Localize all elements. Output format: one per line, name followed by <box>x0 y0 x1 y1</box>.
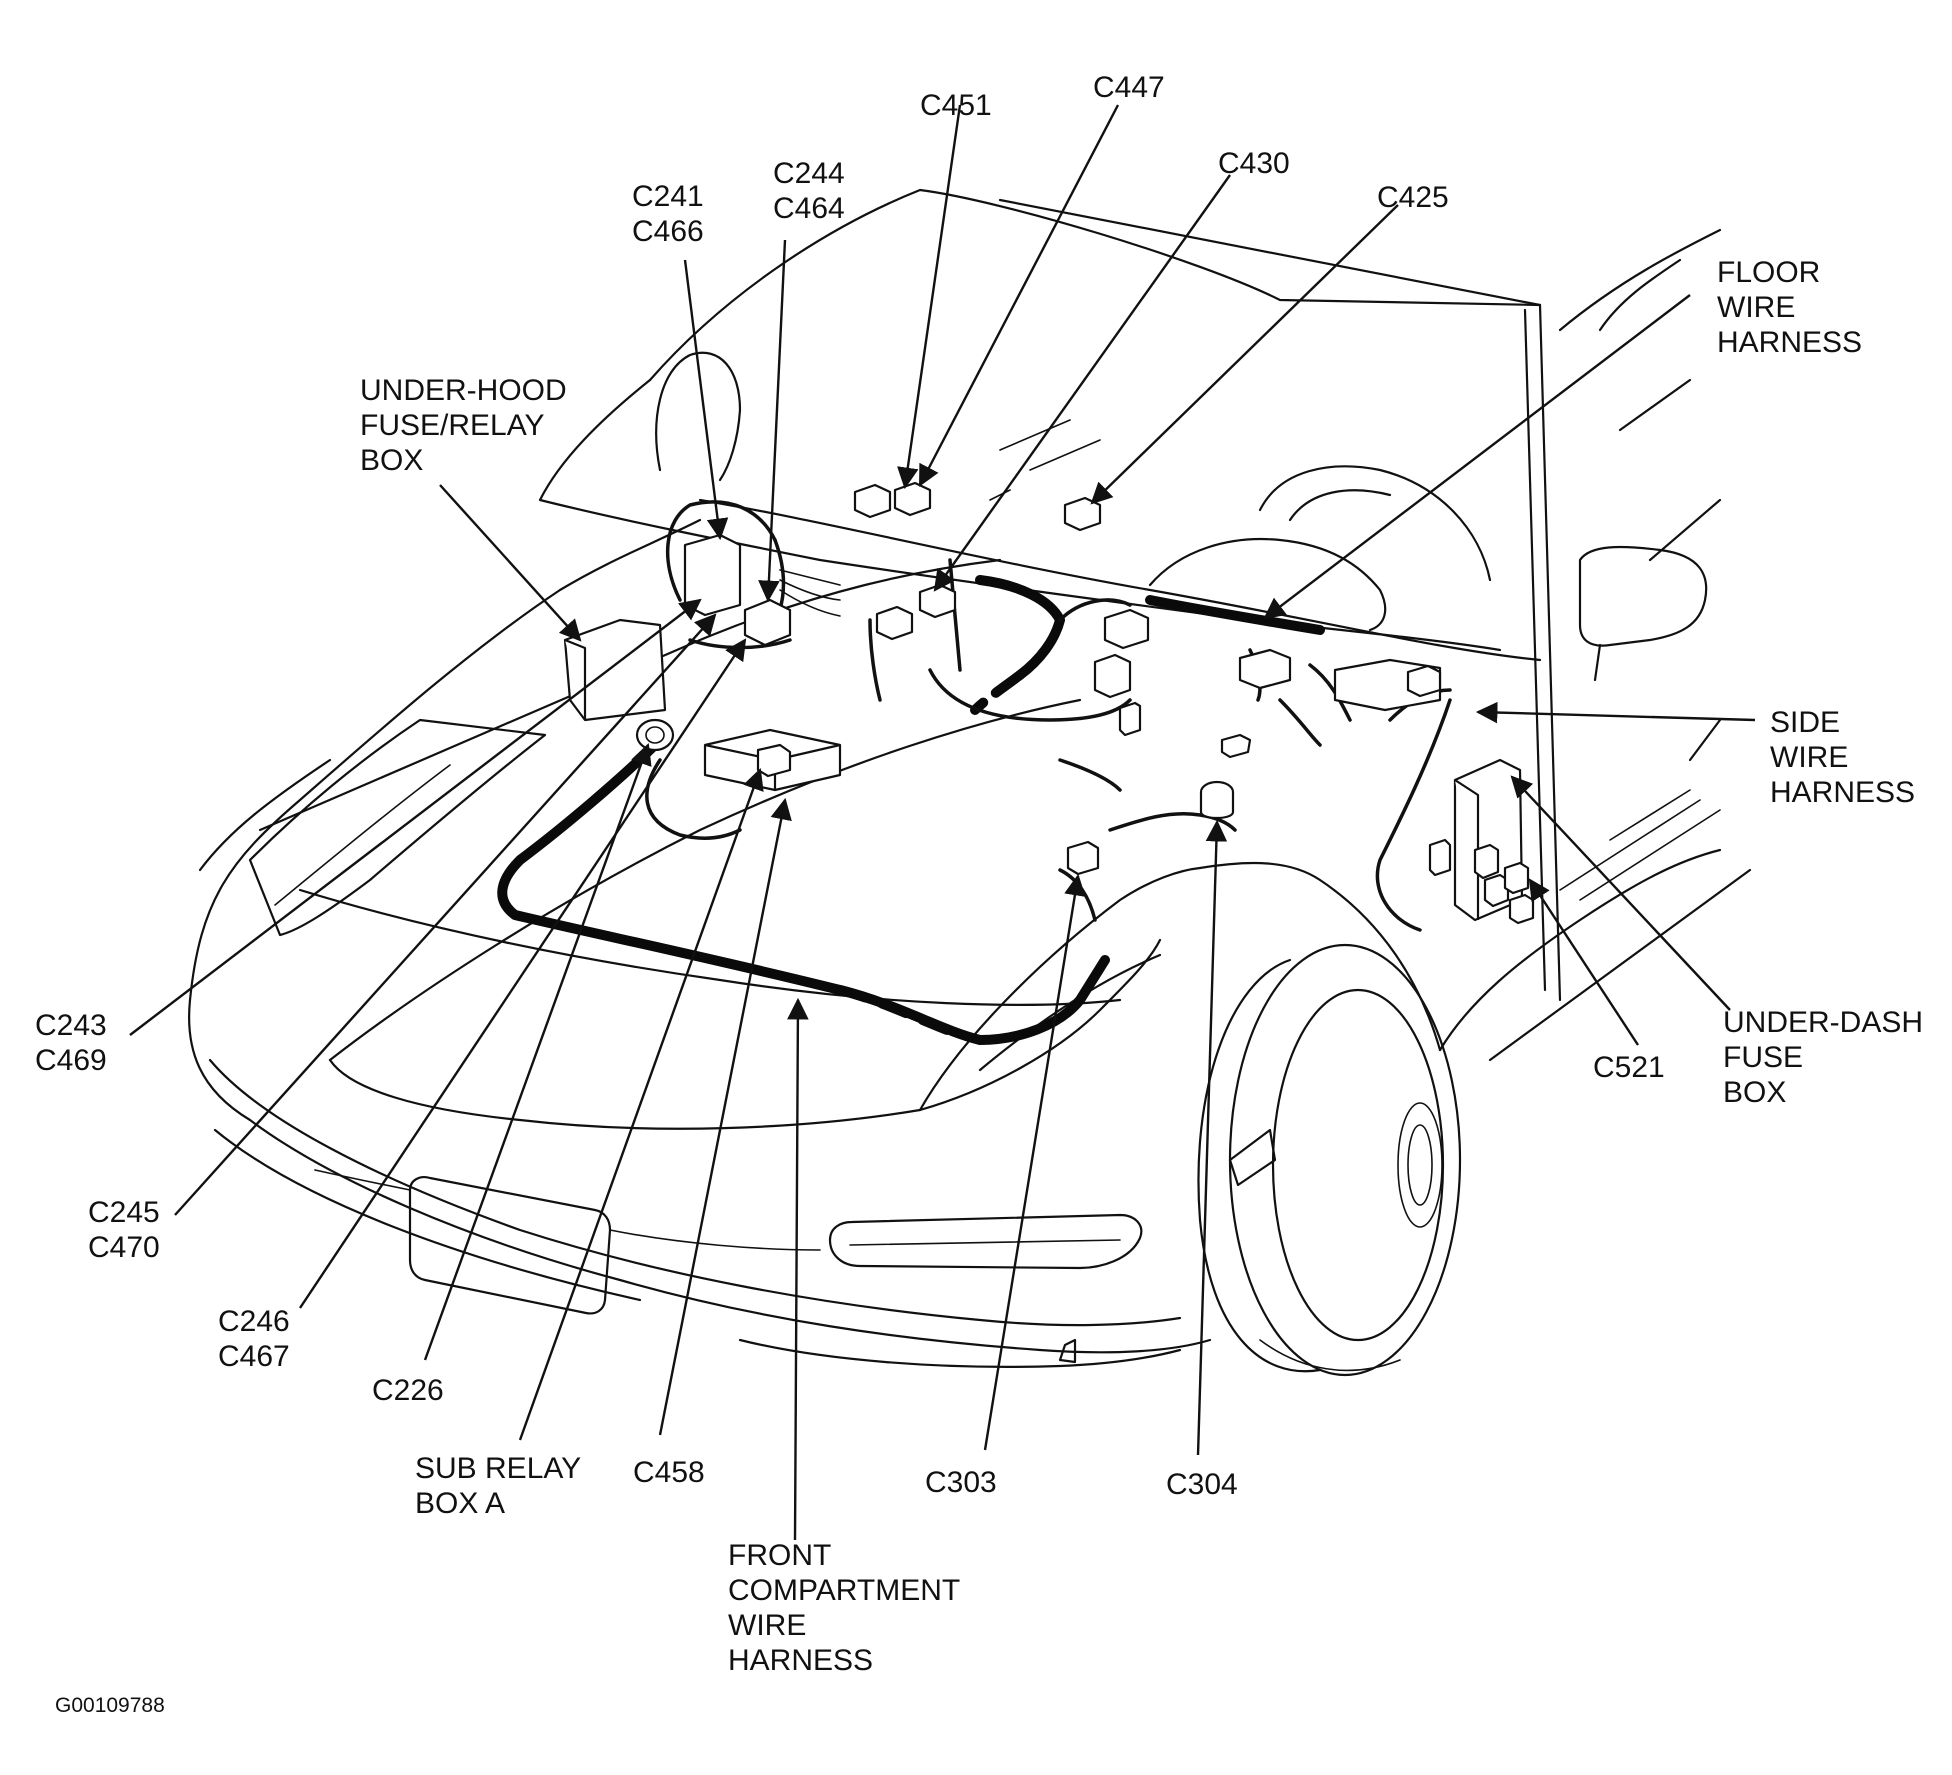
label-front-compartment-3: WIRE <box>728 1609 806 1642</box>
label-c244: C244 <box>773 157 845 190</box>
steering-wheel <box>1148 465 1492 632</box>
label-front-compartment-4: HARNESS <box>728 1644 873 1677</box>
label-floor-wire-harness-3: HARNESS <box>1717 326 1862 359</box>
connector-c303 <box>1066 840 1100 876</box>
label-c243: C243 <box>35 1009 107 1042</box>
label-c425: C425 <box>1377 181 1449 214</box>
label-c304: C304 <box>1166 1468 1238 1501</box>
label-c467: C467 <box>218 1340 290 1373</box>
label-c458: C458 <box>633 1456 705 1489</box>
leader-lines <box>129 104 1756 1541</box>
label-side-wire-harness-2: WIRE <box>1770 741 1848 774</box>
car-body-outline <box>188 188 1752 1377</box>
callout-labels: C451 C447 C244 C464 C241 C466 C430 C425 … <box>35 71 1923 1717</box>
front-wheel <box>1197 943 1462 1377</box>
reference-code: G00109788 <box>55 1694 165 1717</box>
label-c521: C521 <box>1593 1051 1665 1084</box>
floor-harness-box <box>1333 658 1442 712</box>
label-c245: C245 <box>88 1196 160 1229</box>
label-sub-relay-box-a-1: SUB RELAY <box>415 1452 581 1485</box>
label-under-dash-2: FUSE <box>1723 1041 1803 1074</box>
side-mirror <box>1578 545 1708 682</box>
label-c226: C226 <box>372 1374 444 1407</box>
connectors-top <box>853 481 1292 759</box>
label-c469: C469 <box>35 1044 107 1077</box>
label-c246: C246 <box>218 1305 290 1338</box>
connector-c458 <box>756 743 792 778</box>
label-c430: C430 <box>1218 147 1290 180</box>
label-under-hood-3: BOX <box>360 444 423 477</box>
label-c466: C466 <box>632 215 704 248</box>
relay-cluster <box>683 533 792 647</box>
harness-routing <box>497 500 1452 1045</box>
label-c464: C464 <box>773 192 845 225</box>
label-c451: C451 <box>920 89 992 122</box>
label-under-dash-3: BOX <box>1723 1076 1786 1109</box>
label-under-dash-1: UNDER-DASH <box>1723 1006 1923 1039</box>
label-c447: C447 <box>1093 71 1165 104</box>
label-floor-wire-harness-2: WIRE <box>1717 291 1795 324</box>
label-floor-wire-harness-1: FLOOR <box>1717 256 1820 289</box>
connector-c304 <box>1199 780 1235 820</box>
label-under-hood-1: UNDER-HOOD <box>360 374 567 407</box>
label-side-wire-harness-1: SIDE <box>1770 706 1840 739</box>
label-front-compartment-2: COMPARTMENT <box>728 1574 960 1607</box>
label-front-compartment-1: FRONT <box>728 1539 831 1572</box>
label-c303: C303 <box>925 1466 997 1499</box>
label-sub-relay-box-a-2: BOX A <box>415 1487 505 1520</box>
under-hood-fuse-relay-box <box>563 618 667 722</box>
label-c470: C470 <box>88 1231 160 1264</box>
label-side-wire-harness-3: HARNESS <box>1770 776 1915 809</box>
under-dash-fuse-box <box>1428 758 1535 925</box>
label-c241: C241 <box>632 180 704 213</box>
grommet-c226 <box>635 718 675 752</box>
label-under-hood-2: FUSE/RELAY <box>360 409 545 442</box>
